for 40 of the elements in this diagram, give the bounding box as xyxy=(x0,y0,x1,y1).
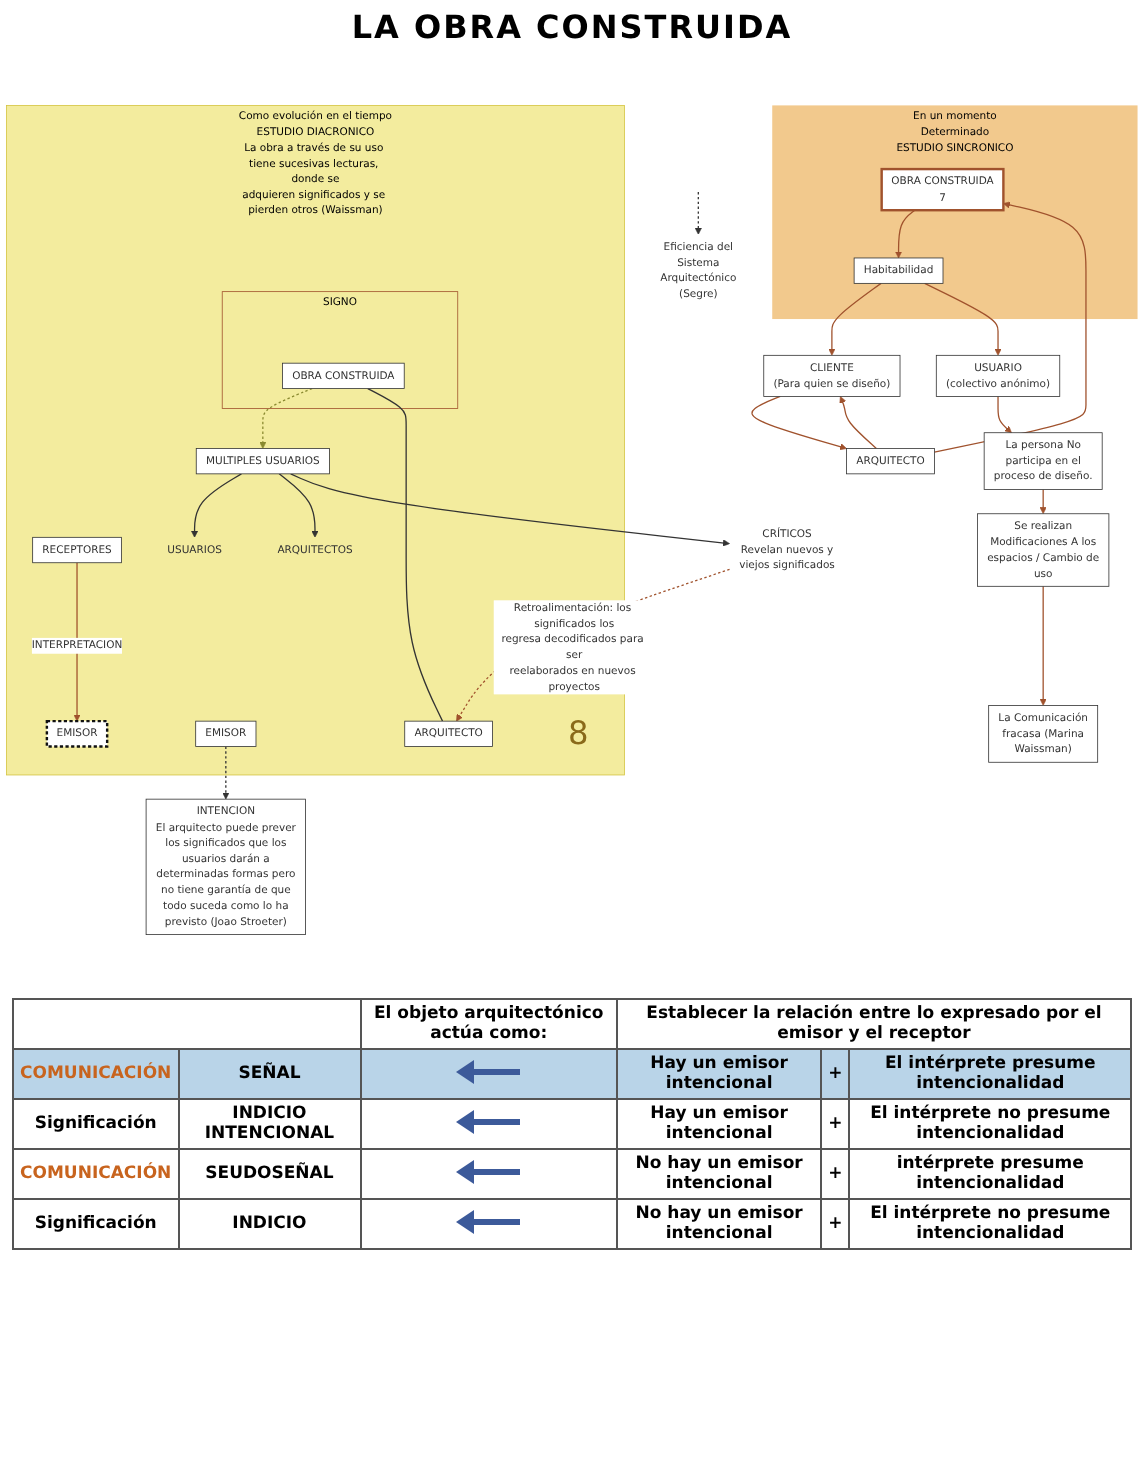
arrow xyxy=(895,209,916,259)
arrow xyxy=(751,395,847,451)
table-cell: El intérprete no presume intencionalidad xyxy=(849,1199,1131,1249)
table-cell: Significación xyxy=(13,1199,179,1249)
table-cell: COMUNICACIÓN xyxy=(13,1049,179,1099)
connector xyxy=(367,387,444,722)
table-cell: Hay un emisor intencional xyxy=(616,1049,822,1099)
table-cell: No hay un emisor intencional xyxy=(616,1199,822,1249)
table-cell: Establecer la relación entre lo expresado por el emisor y el receptor xyxy=(616,999,1131,1049)
table-cell: INDICIO INTENCIONAL xyxy=(178,1099,361,1149)
arrow xyxy=(828,282,882,356)
table-cell: intérprete presume intencionalidad xyxy=(849,1149,1131,1199)
table-cell: + xyxy=(821,1149,850,1199)
table-cell: Significación xyxy=(13,1099,179,1149)
arrow xyxy=(1039,488,1047,515)
table-cell: COMUNICACIÓN xyxy=(13,1149,179,1199)
table-cell: SEÑAL xyxy=(178,1049,361,1099)
title: LA OBRA CONSTRUIDA xyxy=(349,6,795,50)
arrow xyxy=(839,396,877,450)
arrow xyxy=(259,387,313,449)
arrow xyxy=(694,191,702,235)
table-cell: + xyxy=(821,1099,850,1149)
arrow xyxy=(924,282,1002,356)
table-cell: El intérprete presume intencionalidad xyxy=(849,1049,1131,1099)
table-cell: Hay un emisor intencional xyxy=(616,1099,822,1149)
table-cell: + xyxy=(821,1199,850,1249)
table-cell: No hay un emisor intencional xyxy=(616,1149,822,1199)
arrow xyxy=(278,473,319,538)
arrow xyxy=(191,473,243,538)
table-cell: SEUDOSEÑAL xyxy=(178,1149,361,1199)
arrow xyxy=(73,562,81,722)
arrow xyxy=(997,395,1012,434)
table-cell: El objeto arquitectónico actúa como: xyxy=(360,999,617,1049)
arrow xyxy=(1039,585,1047,706)
table-cell: INDICIO xyxy=(178,1199,361,1249)
node-label: 8 xyxy=(568,715,589,753)
table-cell: El intérprete no presume intencionalidad xyxy=(849,1099,1131,1149)
arrow xyxy=(222,745,230,800)
arrow xyxy=(290,473,730,547)
arrow xyxy=(456,568,731,722)
